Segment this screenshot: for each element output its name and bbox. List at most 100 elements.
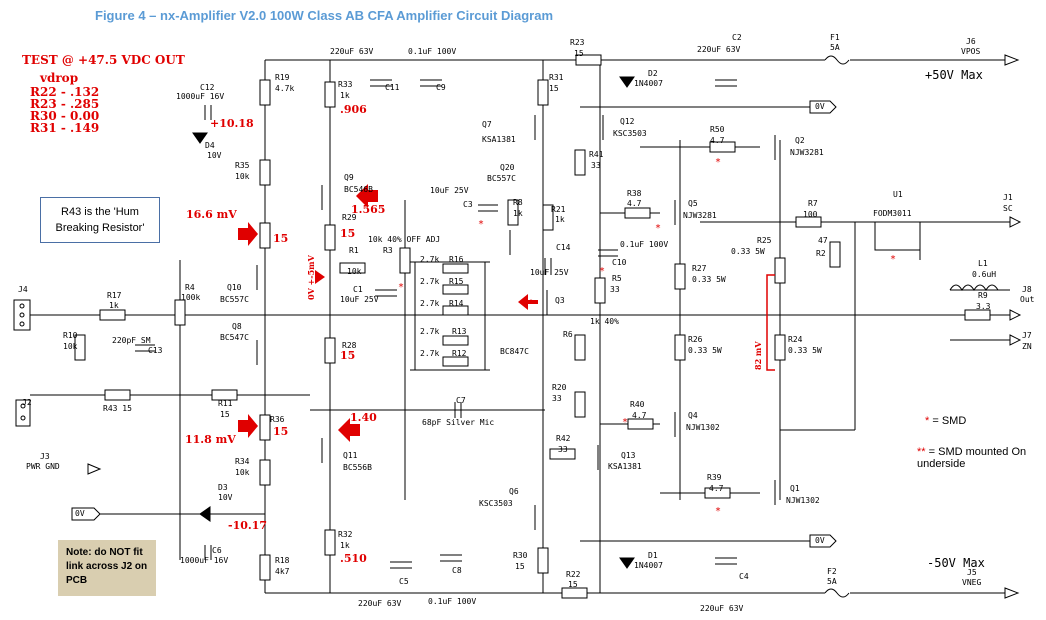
vdrop-table: vdrop R22 - .132 R23 - .285 R30 - 0.00 R… — [30, 72, 99, 134]
component-label: 0.33 5W — [688, 346, 722, 355]
component-label: 4.7 — [632, 411, 647, 420]
component-label: Out — [1020, 295, 1035, 304]
component-label: 220uF 63V — [700, 604, 744, 613]
component-label: 1N4007 — [634, 561, 663, 570]
component-label: R28 — [342, 341, 357, 350]
measurement-r32: .510 — [340, 552, 367, 565]
component-label: R34 — [235, 457, 250, 466]
j2-fit-note: Note: do NOT fit link across J2 on PCB — [58, 540, 156, 596]
component-label: Q9 — [344, 173, 354, 182]
component-label: 0.33 5W — [731, 247, 765, 256]
component-label: Q10 — [227, 283, 242, 292]
component-label: 1k — [513, 209, 523, 218]
component-label: F2 — [827, 567, 837, 576]
component-label: C9 — [436, 83, 446, 92]
component-label: 1000uF 16V — [180, 556, 228, 565]
component-label: J7 — [1022, 331, 1032, 340]
component-label: R18 — [275, 556, 290, 565]
component-label: R30 — [513, 551, 528, 560]
component-label: J1 — [1003, 193, 1013, 202]
smd-marker: * — [655, 223, 661, 234]
component-label: C10 — [612, 258, 627, 267]
r82-millivolts: 82 mV — [753, 341, 763, 370]
component-label: R26 — [688, 335, 703, 344]
legend-smd-text: = SMD — [932, 415, 967, 427]
component-label: 1k — [109, 301, 119, 310]
component-label: R7 — [808, 199, 818, 208]
component-label: 2.7k — [420, 277, 439, 286]
component-label: R14 — [449, 299, 464, 308]
component-label: 10k — [235, 468, 250, 477]
measurement-v-pos: +10.18 — [210, 117, 254, 130]
component-label: R11 — [218, 399, 233, 408]
component-label: BC847C — [500, 347, 529, 356]
component-label: NJW3281 — [790, 148, 824, 157]
component-label: 1k — [340, 91, 350, 100]
vdrop-row: R31 - .149 — [30, 121, 100, 135]
legend-star: ** — [917, 446, 926, 458]
measurement-r36: 11.8 mV — [185, 433, 236, 446]
component-label: C2 — [732, 33, 742, 42]
component-label: Q11 — [343, 451, 358, 460]
vdrop-header: vdrop — [40, 71, 79, 85]
measurement-r37: 16.6 mV — [186, 208, 237, 221]
component-label: D1 — [648, 551, 658, 560]
vdrop-row: R30 - 0.00 — [30, 109, 100, 123]
component-label: 4.7 — [627, 199, 642, 208]
measurement-v-neg: -10.17 — [228, 519, 268, 532]
component-label: R39 — [707, 473, 722, 482]
component-label: R4 — [185, 283, 195, 292]
component-label: 220uF 63V — [697, 45, 741, 54]
component-label: L1 — [978, 259, 988, 268]
component-label: 0.1uF 100V — [408, 47, 456, 56]
component-label: R36 — [270, 415, 285, 424]
component-label: J4 — [18, 285, 28, 294]
component-label: C6 — [212, 546, 222, 555]
component-label: R23 — [570, 38, 585, 47]
component-label: 15 — [515, 562, 525, 571]
smd-marker: ** — [522, 298, 534, 309]
component-label: C1 — [353, 285, 363, 294]
component-label: R40 — [630, 400, 645, 409]
component-label: 5A — [827, 577, 837, 586]
component-label: 33 — [591, 161, 601, 170]
component-label: 0.1uF 100V — [428, 597, 476, 606]
component-label: R21 — [551, 205, 566, 214]
component-label: R31 — [549, 73, 564, 82]
hum-resistor-note: R43 is the 'Hum Breaking Resistor' — [40, 197, 160, 243]
smd-marker: * — [715, 506, 721, 517]
component-label: R15 — [449, 277, 464, 286]
r29-value: 15 — [340, 227, 356, 240]
component-label: 10uF 25V — [430, 186, 469, 195]
component-label: 4.7 — [710, 136, 725, 145]
component-label: J3 — [40, 452, 50, 461]
component-label: Q7 — [482, 120, 492, 129]
zero-volt-left: 0V — [75, 509, 85, 518]
pos-rail-label: +50V Max — [925, 68, 983, 82]
component-label: 220uF 63V — [330, 47, 374, 56]
component-label: 10k — [235, 172, 250, 181]
component-label: PWR GND — [26, 462, 60, 471]
component-label: SC — [1003, 204, 1013, 213]
component-label: 1k — [555, 215, 565, 224]
neg-rail-label: -50V Max — [927, 556, 985, 570]
component-label: J5 — [967, 568, 977, 577]
component-label: 10V — [218, 493, 233, 502]
component-label: R20 — [552, 383, 567, 392]
component-label: 33 — [552, 394, 562, 403]
component-label: Q13 — [621, 451, 636, 460]
figure-title: Figure 4 – nx-Amplifier V2.0 100W Class … — [95, 8, 554, 23]
component-label: C3 — [463, 200, 473, 209]
component-label: C11 — [385, 83, 400, 92]
component-label: 3.3 — [976, 302, 991, 311]
component-label: 10k — [63, 342, 78, 351]
component-label: R29 — [342, 213, 357, 222]
component-label: 4.7 — [709, 484, 724, 493]
component-label: R12 — [452, 349, 467, 358]
smd-marker: * — [890, 254, 896, 265]
component-label: R8 — [513, 198, 523, 207]
legend-smd-under: ** = SMD mounted On underside — [917, 446, 1037, 470]
component-label: 1000uF 16V — [176, 92, 224, 101]
component-label: 10V — [207, 151, 222, 160]
